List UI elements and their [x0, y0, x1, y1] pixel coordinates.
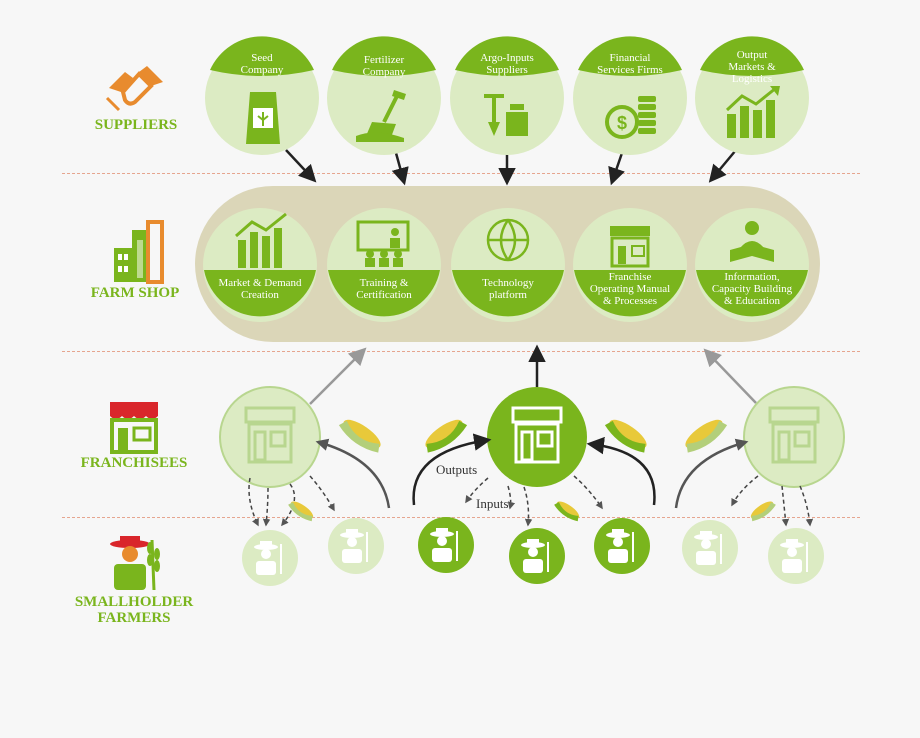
supplier-arrows [285, 149, 737, 186]
farmer-node-light [768, 528, 824, 584]
row-label-franchisees: FRANCHISEES [80, 455, 188, 471]
outputs-label: Outputs [436, 462, 478, 477]
market-chart-icon [235, 212, 287, 268]
shop-icon [106, 400, 162, 459]
supplier-label: Seed Company [222, 52, 302, 76]
franchisee-to-shop-arrows [309, 347, 757, 405]
shop-information-l3: & Education [724, 295, 780, 307]
shop-information-l1: Information, [724, 271, 780, 283]
shop-technology-l1: Technology [482, 277, 534, 289]
farmer-node-light [242, 530, 298, 586]
farmer-node-dark [509, 528, 565, 584]
supplier-financial-l1: Financial [609, 52, 651, 64]
row-label-farm-shop: FARM SHOP [90, 285, 180, 301]
shop-technology-l2: platform [489, 289, 527, 301]
handshake-icon [103, 58, 169, 117]
farmer-circles [242, 517, 824, 586]
seed-bag-icon [246, 92, 280, 144]
shop-training-l1: Training & [359, 277, 409, 289]
shop-franchise-l2: Operating Manual [589, 283, 671, 295]
inputs-label: Inputs [476, 496, 509, 511]
input-arrows [248, 475, 814, 527]
education-icon [730, 221, 774, 262]
supplier-circles [205, 36, 809, 155]
farm-shop-label: Technology platform [456, 277, 560, 301]
farmer-node-dark [418, 517, 474, 573]
farmer-icon [108, 536, 164, 597]
farm-shop-label: Training & Certification [332, 277, 436, 301]
divider-2 [62, 351, 860, 352]
row-label-suppliers: SUPPLIERS [94, 117, 178, 133]
farmer-node-light [328, 518, 384, 574]
supplier-fertilizer-l1: Fertilizer [363, 54, 405, 66]
divider-3 [62, 517, 860, 518]
shop-training-l2: Certification [356, 289, 412, 301]
farm-shop-label: Franchise Operating Manual & Processes [578, 271, 682, 307]
supplier-agro-l1: Argo-Inputs [480, 52, 534, 64]
supplier-label: Financial Services Firms [588, 52, 672, 76]
shop-market-l1: Market & Demand [218, 277, 302, 289]
building-icon [110, 220, 166, 289]
globe-icon [486, 218, 530, 262]
shovel-icon [356, 90, 406, 142]
franchisee-shop-icons [244, 406, 820, 464]
row-label-farmers-line1: SMALLHOLDER [74, 594, 194, 610]
shop-information-l2: Capacity Building [711, 283, 793, 295]
supplier-agro-l2: Suppliers [486, 64, 528, 76]
svg-text:$: $ [617, 113, 627, 133]
row-label-farmers-line2: FARMERS [97, 610, 171, 626]
farm-shop-label: Information, Capacity Building & Educati… [700, 271, 804, 307]
supplier-output-l3: Logistics [731, 73, 773, 85]
spray-bottle-icon [484, 94, 528, 136]
farmer-node-light [682, 520, 738, 576]
coins-icon: $ [605, 96, 656, 139]
supplier-financial-l2: Services Firms [597, 64, 663, 76]
supplier-seed-l1: Seed [251, 52, 273, 64]
divider-1 [62, 173, 860, 174]
farmer-node-dark [594, 518, 650, 574]
farm-shop-label: Market & Demand Creation [208, 277, 312, 301]
growth-chart-icon [725, 86, 780, 138]
farm-shop-circles [203, 208, 809, 322]
supplier-fertilizer-l2: Company [362, 66, 406, 78]
training-icon [356, 220, 410, 267]
row-label-farmers: SMALLHOLDER FARMERS [66, 594, 202, 626]
supplier-label: Argo-Inputs Suppliers [467, 52, 547, 76]
supplier-label: Output Markets & Logistics [712, 49, 792, 85]
supplier-seed-l2: Company [240, 64, 284, 76]
shop-market-l2: Creation [241, 289, 279, 301]
franchise-store-icon [610, 226, 650, 268]
shop-franchise-l1: Franchise [608, 271, 652, 283]
corn-icons [288, 419, 776, 522]
flow-curves [315, 433, 749, 509]
shop-franchise-l3: & Processes [602, 295, 658, 307]
supplier-output-l2: Markets & [728, 61, 776, 73]
supplier-output-l1: Output [736, 49, 768, 61]
supplier-label: Fertilizer Company [344, 54, 424, 78]
